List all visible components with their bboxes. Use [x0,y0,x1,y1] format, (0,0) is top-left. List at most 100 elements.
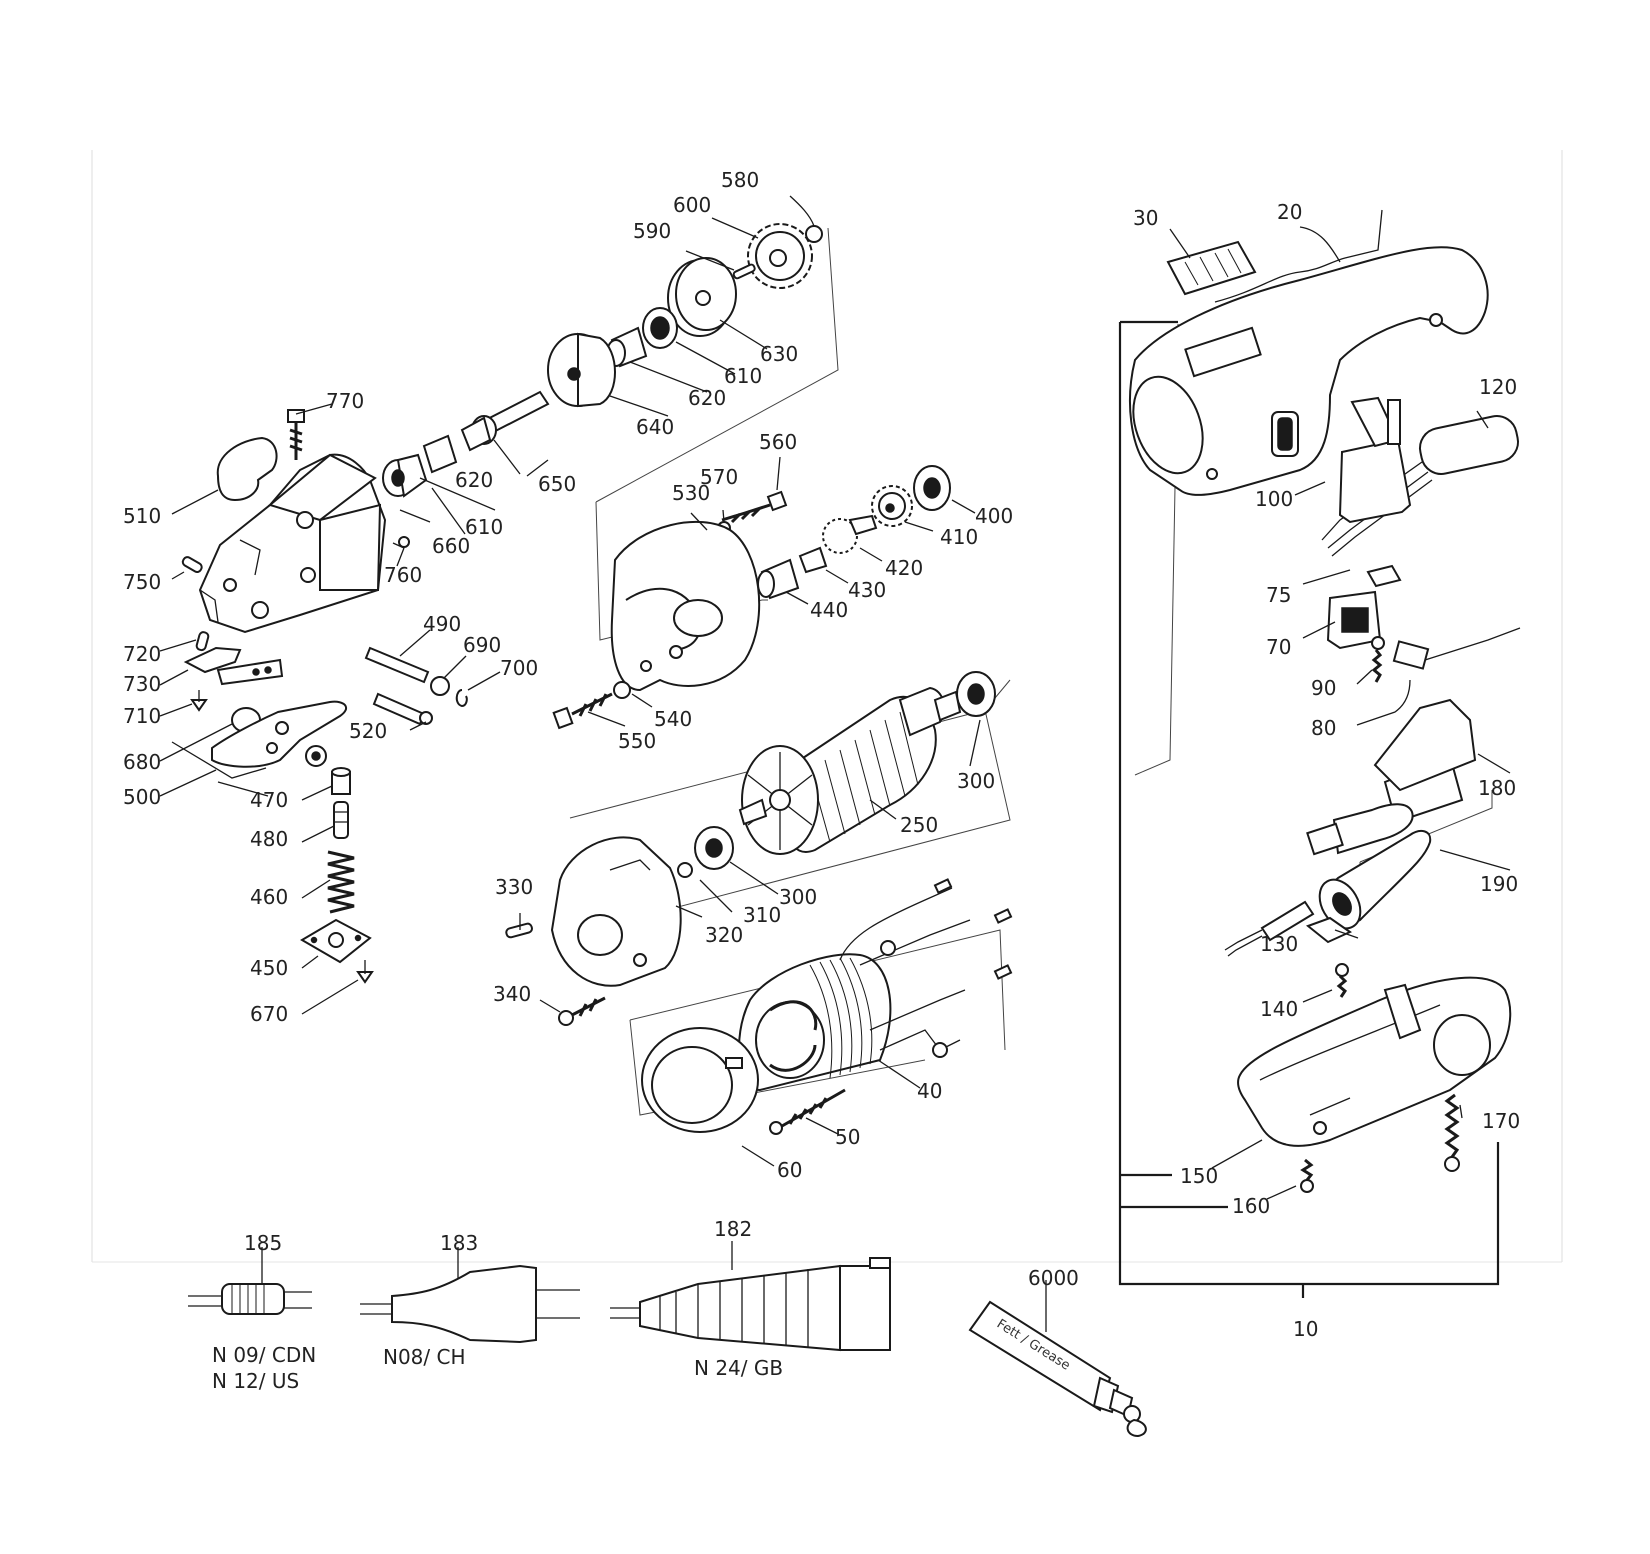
label-130: 130 [1260,932,1298,956]
part-650-shaft [460,390,550,452]
note-182: N 24/ GB [694,1356,783,1380]
part-80-brush [1392,627,1521,670]
part-20-wire [1214,209,1383,303]
page-frame [91,150,1563,1263]
plug-183 [360,1264,580,1344]
label-540: 540 [654,707,692,731]
grease-tube: Fett / Grease [968,1300,1147,1438]
part-630-disc [667,257,737,337]
label-100: 100 [1255,487,1293,511]
label-10: 10 [1293,1317,1318,1341]
label-150: 150 [1180,1164,1218,1188]
part-610-bearing-upper [642,307,678,349]
label-80: 80 [1311,716,1336,740]
label-610b: 610 [465,515,503,539]
label-75: 75 [1266,583,1291,607]
label-760: 760 [384,563,422,587]
part-750-pin [181,556,203,574]
part-100-switch [1338,396,1412,524]
label-60: 60 [777,1158,802,1182]
label-530: 530 [672,481,710,505]
part-head-body [198,453,387,634]
part-motor-housing [1129,246,1489,496]
label-340: 340 [493,982,531,1006]
label-720: 720 [123,642,161,666]
label-330: 330 [495,875,533,899]
part-560-screw [721,490,788,524]
part-40-stator [738,878,1013,1092]
label-670: 670 [250,1002,288,1026]
part-70-75-brush-holder [1326,564,1402,650]
label-300a: 300 [957,769,995,793]
part-490-pin [364,646,430,684]
label-20: 20 [1277,200,1302,224]
plugs-group [188,1257,891,1352]
note-185-line2: N 12/ US [212,1369,299,1393]
part-480-pin [333,801,349,839]
part-300-bearing-upper [956,671,996,717]
part-160-screw [1300,1158,1314,1193]
part-320-end-cover [550,836,682,987]
label-180: 180 [1478,776,1516,800]
part-420-pinion [822,514,878,554]
note-183: N08/ CH [383,1345,466,1369]
part-530-gear-cover [610,521,761,692]
part-500-blade [171,700,348,797]
part-330-pin [505,922,533,939]
label-183: 183 [440,1231,478,1255]
label-690: 690 [463,633,501,657]
label-90: 90 [1311,676,1336,700]
label-310: 310 [743,903,781,927]
label-640: 640 [636,415,674,439]
part-450-plate [300,918,372,964]
label-470: 470 [250,788,288,812]
plug-variant-notes: N 09/ CDN N 12/ US N08/ CH N 24/ GB [212,1343,783,1393]
plug-182 [610,1257,891,1352]
part-470-bushing [331,767,351,795]
label-750: 750 [123,570,161,594]
part-cable-end [1224,900,1315,957]
part-690-washer [430,676,450,696]
part-520-screw [372,692,433,726]
label-120: 120 [1479,375,1517,399]
label-400: 400 [975,504,1013,528]
label-185: 185 [244,1231,282,1255]
part-340-screw [558,996,606,1026]
part-300-bearing-lower [694,826,734,870]
label-770: 770 [326,389,364,413]
part-720-pin [195,631,210,652]
part-labels: 10 20 30 40 50 60 70 75 80 90 100 120 13… [123,168,1520,1341]
label-140: 140 [1260,997,1298,1021]
label-520: 520 [349,719,387,743]
part-730-plate [183,646,284,686]
part-700-clip [455,689,468,708]
label-70: 70 [1266,635,1291,659]
housing-group [1118,209,1521,1298]
label-190: 190 [1480,872,1518,896]
label-320: 320 [705,923,743,947]
plug-185 [188,1283,312,1315]
note-185-line1: N 09/ CDN [212,1343,316,1367]
label-660: 660 [432,534,470,558]
part-170-screw [1444,1093,1460,1172]
part-440-bushing [757,558,800,600]
label-620b: 620 [455,468,493,492]
label-680: 680 [123,750,161,774]
label-50: 50 [835,1125,860,1149]
label-650: 650 [538,472,576,496]
label-420: 420 [885,556,923,580]
part-30-plate [1166,240,1257,296]
label-580: 580 [721,168,759,192]
part-670-screw [356,960,374,984]
label-620a: 620 [688,386,726,410]
label-480: 480 [250,827,288,851]
part-400-bearing [913,465,951,511]
part-510-cap [216,436,278,502]
label-590: 590 [633,219,671,243]
part-600-gear [747,223,813,289]
part-590-key [732,263,756,280]
part-140-screw [1335,963,1349,998]
part-610-bearing-lower [382,453,428,498]
label-560: 560 [759,430,797,454]
